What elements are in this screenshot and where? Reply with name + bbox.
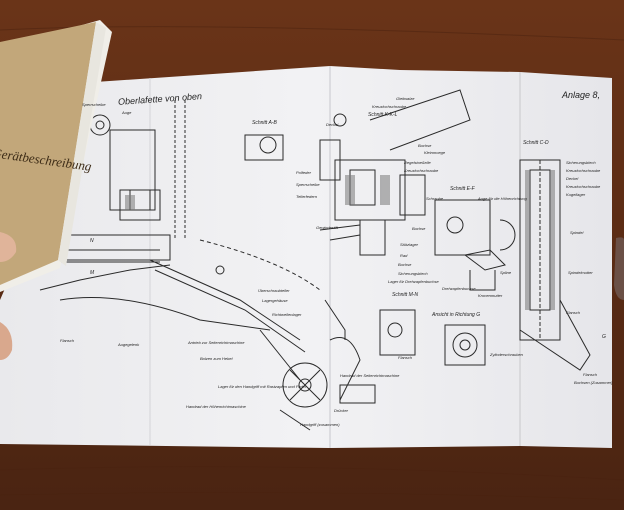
label-auge: Auge	[122, 110, 132, 115]
left-hand	[0, 232, 17, 262]
label-spline: Spline	[500, 270, 512, 275]
label-augegelenk: Augegelenk	[118, 342, 140, 347]
label-handrad-seite: Handrad der Seitenrichtmaschine	[340, 373, 400, 378]
label-polfeder: Polfeder	[296, 170, 311, 175]
label-flansch2: Flansch	[398, 355, 413, 360]
section-kl-label: Schnitt K-K-L	[368, 112, 398, 118]
label-spindelmutter: Spindelmutter	[568, 270, 593, 275]
label-kreuzlochschraube2: Kreuzlochschraube	[404, 168, 439, 173]
label-kreuzlochschraube3: Kreuzlochschraube	[566, 168, 601, 173]
label-richtwellenlager: Richtwellenlager	[272, 312, 302, 317]
label-buchse2: Buchse	[412, 226, 426, 231]
label-gleitwalze: Gleitwalze	[396, 96, 415, 101]
label-sicherungsblech: Sicherungsblech	[398, 271, 428, 276]
label-ueberschraube: Überschraubteller	[258, 288, 290, 293]
appendix-label: Anlage 8,	[562, 90, 601, 100]
right-hand	[614, 237, 624, 300]
label-zylinderschrauben: Zylinderschrauben	[490, 352, 523, 357]
label-gewindestift: Gewindestift	[316, 225, 339, 230]
label-m: M	[90, 270, 95, 276]
label-flansch3: Flansch	[583, 372, 598, 377]
label-kreuzlochschraube: Kreuzlochschraube	[372, 104, 407, 109]
technical-drawing	[20, 89, 591, 431]
label-flansch4: Flansch	[60, 338, 75, 343]
section-cd-label: Schnitt C-D	[523, 140, 549, 146]
label-handrad-hoehe: Handrad der Höhenrichtmaschine	[186, 404, 246, 409]
label-sperrscheibe2: Sperrscheibe	[296, 182, 320, 187]
label-deckel2: Deckel	[566, 176, 579, 181]
label-sicherungsblech2: Sicherungsblech	[566, 160, 596, 165]
label-buchse3: Buchse	[398, 262, 412, 267]
label-auge-richtsp: Auge für die Höhenrichtung	[478, 196, 527, 201]
label-buchse: Buchse	[418, 143, 432, 148]
label-tellerfedern: Tellerfedern	[296, 194, 317, 199]
hatched-sections	[125, 170, 555, 310]
section-g-label: Ansicht in Richtung G	[432, 312, 481, 318]
label-kleinmoege: Kleinmoege	[424, 150, 446, 155]
label-stutzlager: Stützlager	[400, 242, 419, 247]
label-rad: Rad	[400, 253, 408, 258]
label-kronenmutter: Kronenmutter	[478, 293, 503, 298]
label-druecker: Drücker	[334, 408, 349, 413]
label-kreuzlochschraube4: Kreuzlochschraube	[566, 184, 601, 189]
label-drehzapfenbuchse: Drehzapfenbuchse	[442, 286, 476, 291]
section-mn-label: Schnitt M-N	[392, 292, 419, 298]
label-antrieb: Antrieb zur Seitenrichtmaschine	[188, 340, 245, 345]
label-sperrscheibe: Sperrscheibe	[82, 102, 106, 107]
section-ab-label: Schnitt A-B	[252, 120, 277, 126]
label-regelmutter: Regelstoeßelle	[404, 160, 431, 165]
label-lager-dreh: Lager für Drehzapfenbuchse	[388, 279, 439, 284]
label-schraube: Schraube	[426, 196, 444, 201]
label-flansch: Flansch	[566, 310, 581, 315]
label-handgriff: Handgriff (zusammen)	[300, 422, 340, 427]
label-lagergehaeuse: Lagergehäuse	[262, 298, 288, 303]
label-g-marker: G	[602, 334, 606, 340]
book	[0, 20, 112, 292]
label-n: N	[90, 238, 94, 244]
left-thumb	[0, 322, 13, 360]
label-kugellager: Kugellager	[566, 192, 586, 197]
label-deckel: Deckel	[326, 122, 339, 127]
section-ef-label: Schnitt E-F	[450, 186, 475, 192]
label-bolzen: Bolzen zum Hebel	[200, 356, 233, 361]
wood-grain	[0, 26, 624, 501]
label-lager-handgriff: Lager für den Handgriff mit Rastzapfen u…	[218, 384, 307, 389]
label-spindel: Spindel	[570, 230, 584, 235]
label-buchsen: Buchsen (Zusammer)	[574, 380, 613, 385]
